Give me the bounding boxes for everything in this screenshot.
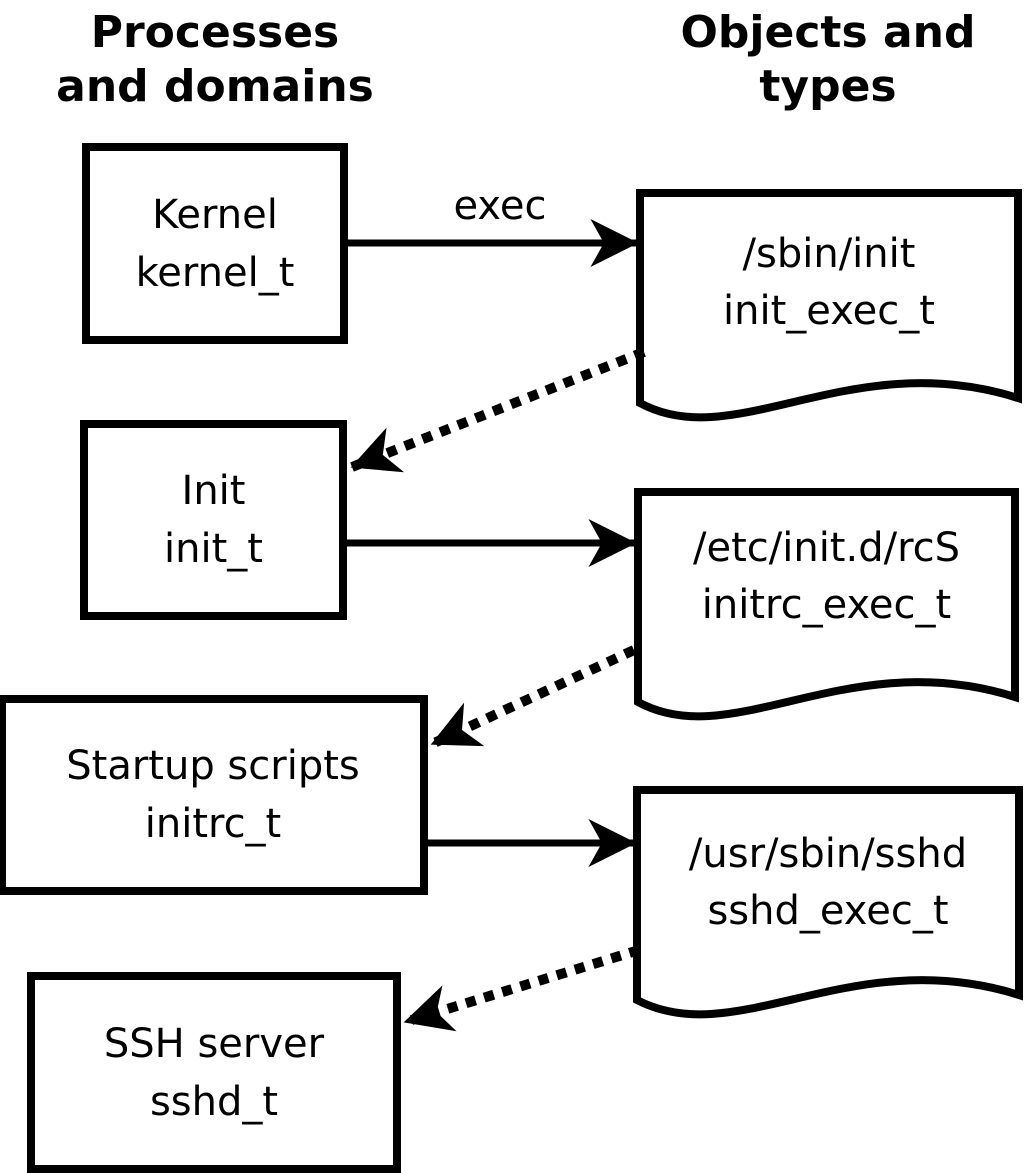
column-header-objects: Objects and types bbox=[680, 7, 976, 112]
object-doc-etc-initd-rcs-shape bbox=[634, 488, 1019, 721]
object-label-sbin-init: /sbin/init init_exec_t bbox=[640, 193, 1018, 403]
process-domain: kernel_t bbox=[135, 249, 295, 296]
process-box-startup-scripts: Startup scripts initrc_t bbox=[0, 695, 428, 895]
process-box-ssh-server: SSH server sshd_t bbox=[27, 972, 401, 1173]
process-name: Init bbox=[181, 468, 246, 514]
process-box-init: Init init_t bbox=[80, 420, 347, 620]
object-type: initrc_exec_t bbox=[701, 582, 952, 628]
process-domain: sshd_t bbox=[149, 1078, 279, 1125]
object-doc-usr-sbin-sshd-shape bbox=[633, 786, 1023, 1019]
process-name: SSH server bbox=[103, 1020, 325, 1067]
transition-arrow-sbin-init-to-init-t bbox=[350, 347, 646, 473]
process-box-kernel: Kernel kernel_t bbox=[82, 143, 348, 344]
object-doc-sbin-init-shape bbox=[636, 189, 1022, 422]
object-path: /usr/sbin/sshd bbox=[688, 831, 968, 877]
object-path: /etc/init.d/rcS bbox=[692, 525, 961, 571]
object-label-usr-sbin-sshd: /usr/sbin/sshd sshd_exec_t bbox=[637, 790, 1019, 1000]
column-header-processes: Processes and domains bbox=[56, 7, 374, 112]
process-name: Kernel bbox=[152, 191, 278, 238]
object-type: init_exec_t bbox=[723, 288, 935, 334]
object-label-etc-initd-rcs: /etc/init.d/rcS initrc_exec_t bbox=[638, 492, 1015, 702]
edge-label-exec: exec bbox=[453, 183, 547, 229]
transition-arrow-sshd-to-sshd-t bbox=[403, 945, 641, 1032]
object-type: sshd_exec_t bbox=[707, 888, 949, 934]
process-name: Startup scripts bbox=[66, 743, 360, 789]
process-domain: init_t bbox=[164, 526, 263, 572]
object-path: /sbin/init bbox=[742, 231, 916, 277]
transition-arrow-rcs-to-initrc-t bbox=[429, 645, 637, 749]
process-domain: initrc_t bbox=[144, 801, 282, 847]
